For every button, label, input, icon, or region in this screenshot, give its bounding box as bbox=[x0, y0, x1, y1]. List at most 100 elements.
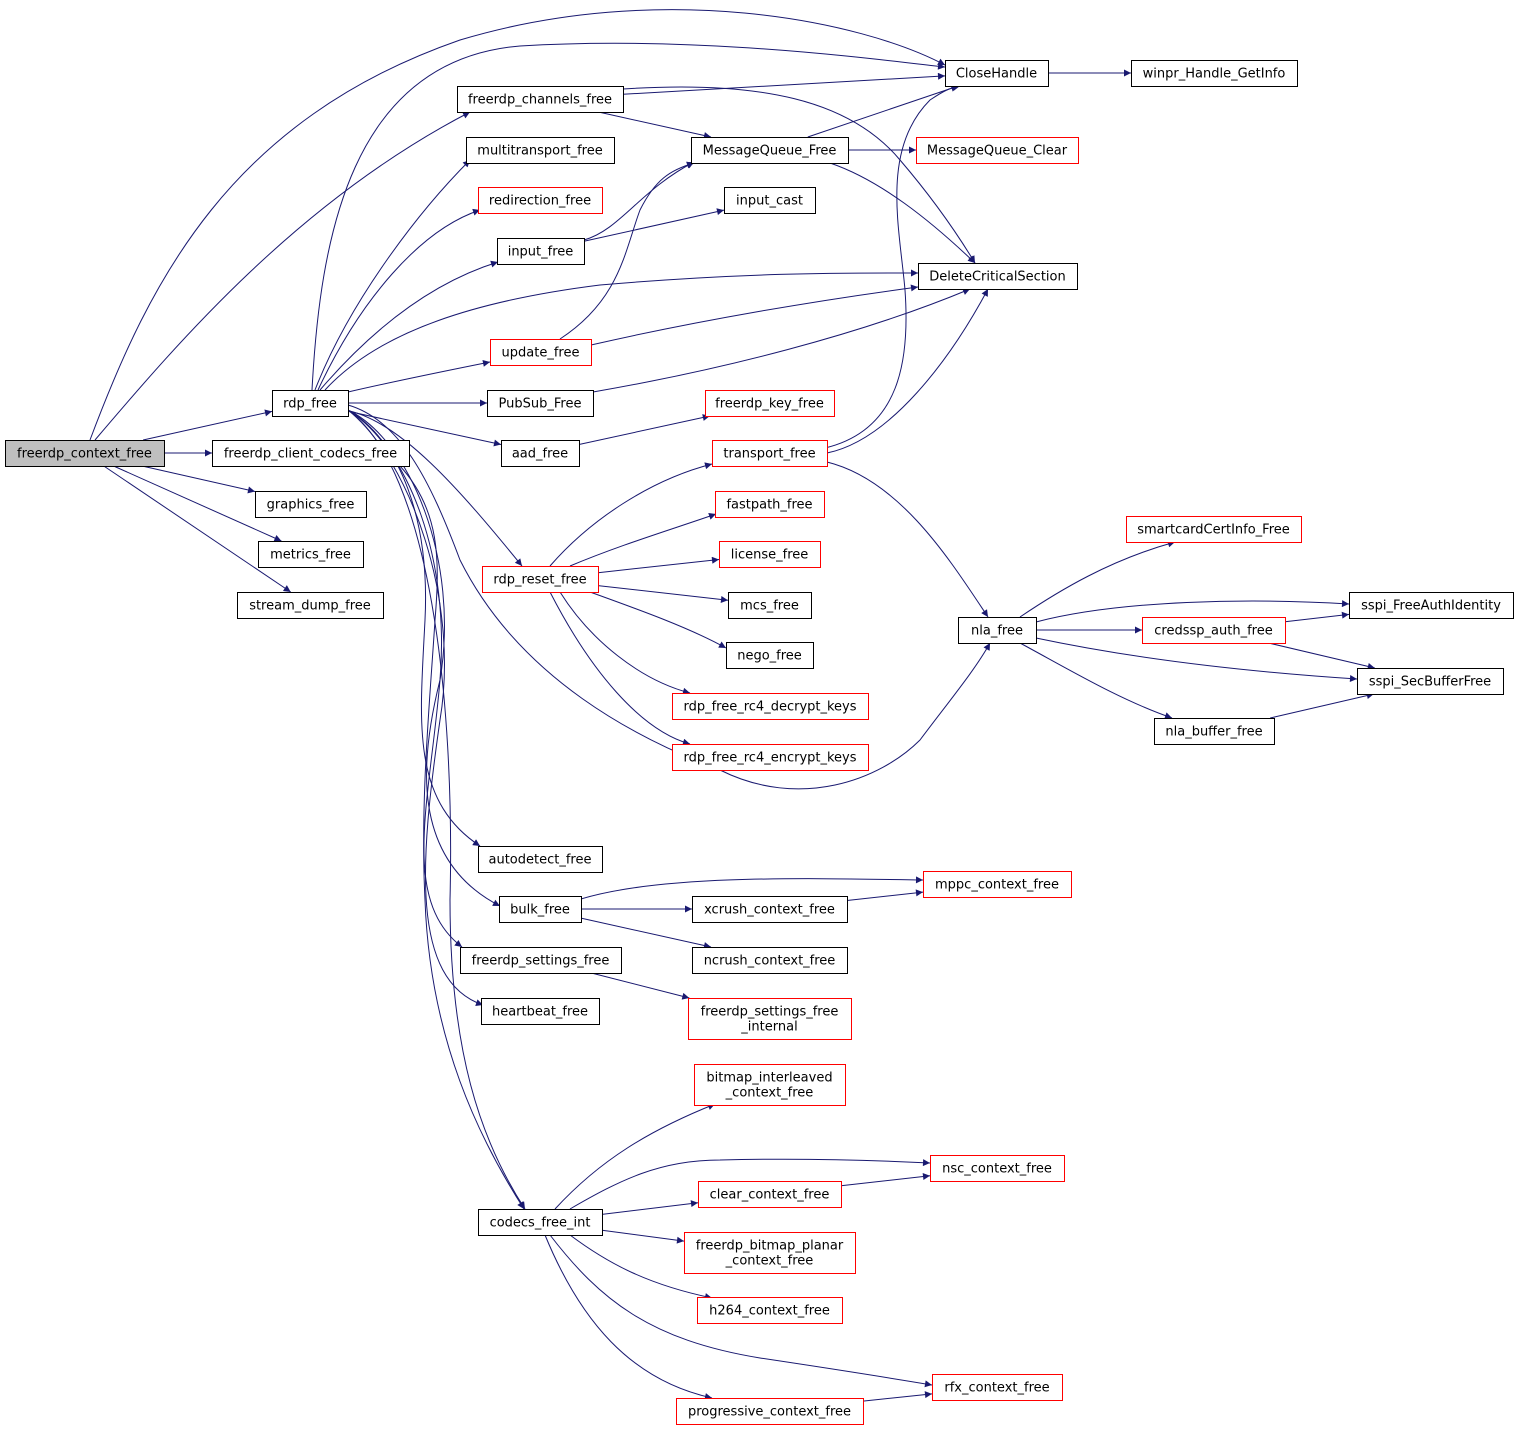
node-label: nego_free bbox=[737, 649, 802, 664]
edge-bulk_free-to-mppc_context_free bbox=[580, 876, 924, 900]
node-mppc_context_free[interactable]: mppc_context_free bbox=[923, 871, 1072, 898]
edge-codecs_free_int-to-freerdp_bitmap_planar_context_free bbox=[601, 1229, 685, 1244]
edge-rdp_reset_free-to-nego_free bbox=[589, 591, 727, 649]
node-MessageQueue_Clear[interactable]: MessageQueue_Clear bbox=[916, 137, 1079, 164]
node-nla_free[interactable]: nla_free bbox=[958, 617, 1037, 644]
node-sspi_FreeAuthIdentity[interactable]: sspi_FreeAuthIdentity bbox=[1349, 592, 1514, 619]
node-box bbox=[460, 947, 622, 974]
node-transport_free[interactable]: transport_free bbox=[712, 440, 828, 467]
edge-rdp_free-to-codecs_free_int bbox=[347, 409, 526, 1210]
node-layer: freerdp_context_free rdp_free freerdp_clie… bbox=[5, 60, 1514, 1425]
edge-rdp_reset_free-to-mcs_free bbox=[597, 585, 729, 603]
node-label: bitmap_interleaved bbox=[706, 1071, 832, 1086]
node-ncrush_context_free[interactable]: ncrush_context_free bbox=[692, 947, 848, 974]
node-bitmap_interleaved_context_free[interactable]: bitmap_interleaved_context_free bbox=[694, 1064, 846, 1106]
node-codecs_free_int[interactable]: codecs_free_int bbox=[478, 1209, 603, 1236]
node-box bbox=[958, 617, 1037, 644]
node-label: credssp_auth_free bbox=[1154, 624, 1272, 639]
edge-rdp_free-to-nla_free bbox=[347, 404, 991, 790]
node-box bbox=[481, 998, 600, 1025]
node-mcs_free[interactable]: mcs_free bbox=[728, 592, 812, 619]
node-autodetect_free[interactable]: autodetect_free bbox=[478, 846, 603, 873]
node-box bbox=[672, 744, 869, 771]
node-DeleteCriticalSection[interactable]: DeleteCriticalSection bbox=[918, 263, 1078, 290]
node-input_cast[interactable]: input_cast bbox=[724, 187, 816, 214]
node-label: freerdp_client_codecs_free bbox=[224, 447, 397, 462]
node-box bbox=[490, 339, 592, 366]
node-PubSub_Free[interactable]: PubSub_Free bbox=[487, 390, 594, 417]
node-label: freerdp_context_free bbox=[17, 447, 152, 462]
node-label: freerdp_settings_free bbox=[701, 1005, 839, 1020]
node-freerdp_client_codecs_free[interactable]: freerdp_client_codecs_free bbox=[212, 440, 410, 467]
node-winpr_Handle_GetInfo[interactable]: winpr_Handle_GetInfo bbox=[1131, 60, 1298, 87]
node-nla_buffer_free[interactable]: nla_buffer_free bbox=[1154, 718, 1275, 745]
node-smartcardCertInfo_Free[interactable]: smartcardCertInfo_Free bbox=[1126, 516, 1302, 543]
node-xcrush_context_free[interactable]: xcrush_context_free bbox=[692, 896, 848, 923]
node-nsc_context_free[interactable]: nsc_context_free bbox=[930, 1155, 1065, 1182]
node-box bbox=[457, 86, 624, 113]
node-h264_context_free[interactable]: h264_context_free bbox=[697, 1297, 843, 1324]
node-box bbox=[918, 263, 1078, 290]
node-rdp_free_rc4_decrypt_keys[interactable]: rdp_free_rc4_decrypt_keys bbox=[672, 693, 869, 720]
node-label: _context_free bbox=[725, 1254, 814, 1269]
node-freerdp_context_free[interactable]: freerdp_context_free bbox=[5, 440, 165, 467]
edge-freerdp_client_codecs_free-to-codecs_free_int bbox=[399, 465, 525, 1210]
node-sspi_SecBufferFree[interactable]: sspi_SecBufferFree bbox=[1357, 668, 1504, 695]
node-update_free[interactable]: update_free bbox=[490, 339, 592, 366]
node-CloseHandle[interactable]: CloseHandle bbox=[945, 60, 1049, 87]
node-freerdp_settings_free[interactable]: freerdp_settings_free bbox=[460, 947, 622, 974]
node-box bbox=[688, 998, 852, 1040]
node-heartbeat_free[interactable]: heartbeat_free bbox=[481, 998, 600, 1025]
edge-rdp_free-to-autodetect_free bbox=[347, 409, 481, 847]
node-stream_dump_free[interactable]: stream_dump_free bbox=[237, 592, 384, 619]
edge-rdp_free-to-multitransport_free bbox=[314, 159, 471, 391]
node-freerdp_key_free[interactable]: freerdp_key_free bbox=[705, 390, 835, 417]
node-label: heartbeat_free bbox=[492, 1005, 588, 1020]
node-license_free[interactable]: license_free bbox=[719, 541, 821, 568]
node-label: rdp_reset_free bbox=[493, 573, 586, 588]
node-credssp_auth_free[interactable]: credssp_auth_free bbox=[1142, 617, 1286, 644]
node-label: nsc_context_free bbox=[942, 1162, 1052, 1177]
edge-codecs_free_int-to-rfx_context_free bbox=[549, 1234, 933, 1388]
edge-nla_buffer_free-to-sspi_SecBufferFree bbox=[1270, 692, 1374, 719]
node-metrics_free[interactable]: metrics_free bbox=[258, 541, 364, 568]
edge-rdp_free-to-update_free bbox=[347, 359, 491, 393]
node-freerdp_bitmap_planar_context_free[interactable]: freerdp_bitmap_planar_context_free bbox=[684, 1232, 856, 1274]
node-box bbox=[932, 1374, 1063, 1401]
node-input_free[interactable]: input_free bbox=[497, 238, 585, 265]
node-clear_context_free[interactable]: clear_context_free bbox=[698, 1181, 842, 1208]
edge-aad_free-to-freerdp_key_free bbox=[578, 414, 710, 445]
node-freerdp_settings_free_internal[interactable]: freerdp_settings_free_internal bbox=[688, 998, 852, 1040]
node-box bbox=[1126, 516, 1302, 543]
node-bulk_free[interactable]: bulk_free bbox=[499, 896, 582, 923]
node-rfx_context_free[interactable]: rfx_context_free bbox=[932, 1374, 1063, 1401]
edge-update_free-to-MessageQueue_Free bbox=[559, 161, 695, 340]
node-label: bulk_free bbox=[510, 903, 570, 918]
node-rdp_reset_free[interactable]: rdp_reset_free bbox=[482, 566, 599, 593]
node-fastpath_free[interactable]: fastpath_free bbox=[715, 491, 825, 518]
node-label: stream_dump_free bbox=[249, 599, 371, 614]
node-box bbox=[258, 541, 364, 568]
node-graphics_free[interactable]: graphics_free bbox=[255, 491, 367, 518]
node-nego_free[interactable]: nego_free bbox=[726, 642, 814, 669]
node-MessageQueue_Free[interactable]: MessageQueue_Free bbox=[691, 137, 849, 164]
node-label: clear_context_free bbox=[710, 1188, 830, 1203]
edge-codecs_free_int-to-bitmap_interleaved_context_free bbox=[554, 1103, 716, 1210]
node-label: freerdp_key_free bbox=[715, 397, 824, 412]
node-rdp_free_rc4_encrypt_keys[interactable]: rdp_free_rc4_encrypt_keys bbox=[672, 744, 869, 771]
node-aad_free[interactable]: aad_free bbox=[501, 440, 580, 467]
node-box bbox=[478, 1209, 603, 1236]
node-redirection_free[interactable]: redirection_free bbox=[478, 187, 603, 214]
node-multitransport_free[interactable]: multitransport_free bbox=[466, 137, 615, 164]
node-label: graphics_free bbox=[267, 498, 355, 513]
edge-rdp_free-to-heartbeat_free bbox=[347, 409, 484, 1007]
edge-nla_free-to-sspi_FreeAuthIdentity bbox=[1035, 600, 1350, 623]
node-rdp_free[interactable]: rdp_free bbox=[272, 390, 349, 417]
node-freerdp_channels_free[interactable]: freerdp_channels_free bbox=[457, 86, 624, 113]
node-label: _internal bbox=[740, 1020, 797, 1035]
node-box bbox=[719, 541, 821, 568]
node-progressive_context_free[interactable]: progressive_context_free bbox=[676, 1398, 864, 1425]
edge-transport_free-to-CloseHandle bbox=[824, 83, 961, 449]
edge-MessageQueue_Free-to-DeleteCriticalSection bbox=[829, 162, 976, 264]
node-box bbox=[705, 390, 835, 417]
